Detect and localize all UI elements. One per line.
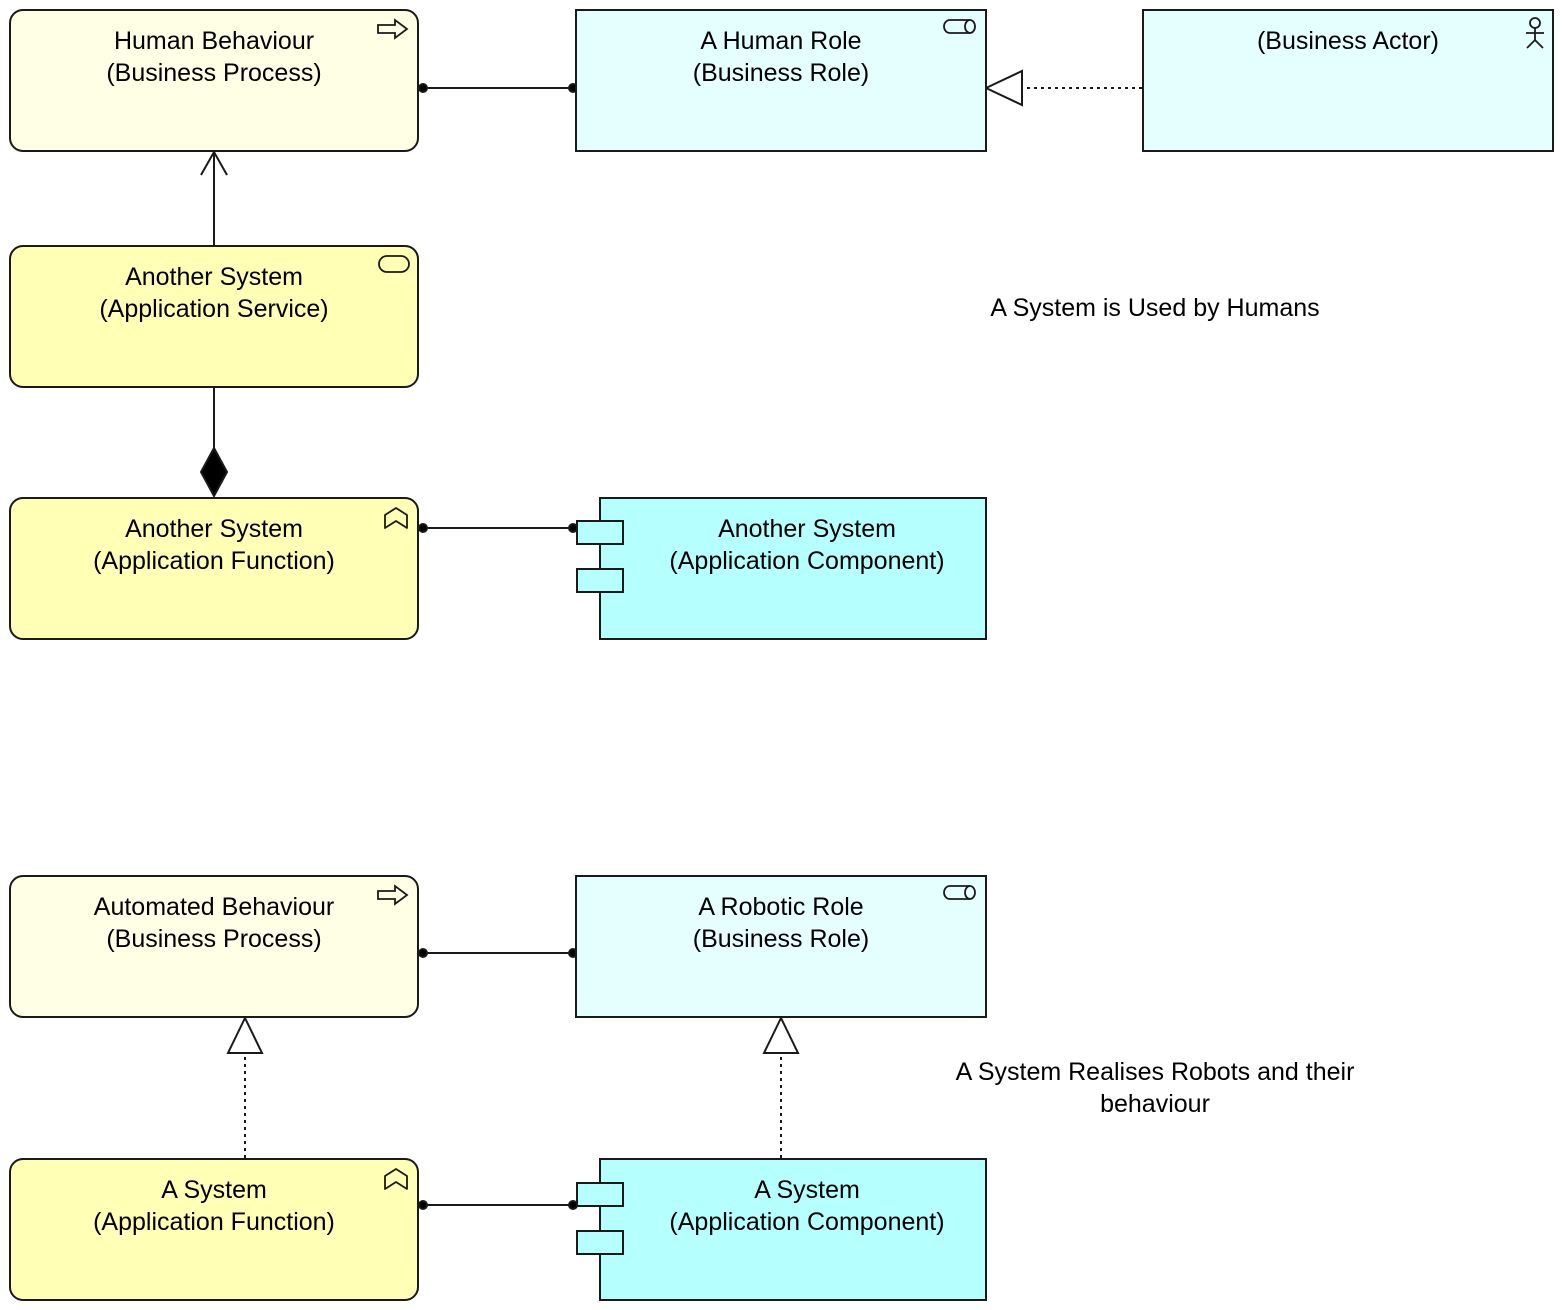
application-function-a-system[interactable]: A System (Application Function) [9,1158,419,1301]
application-service-another-system[interactable]: Another System (Application Service) [9,245,419,388]
business-role-robotic-role[interactable]: A Robotic Role (Business Role) [575,875,987,1018]
component-tab-upper [576,520,624,545]
assignment-relationship-component-top[interactable] [418,523,578,533]
element-type: (Application Component) [669,547,945,575]
assignment-relationship-component-bottom[interactable] [418,1200,578,1210]
element-name: A Robotic Role [698,893,864,921]
realization-relationship-component[interactable] [762,1015,800,1158]
element-name: A Human Role [700,27,862,55]
note-system-realises-robots: A System Realises Robots and their behav… [900,1056,1410,1120]
component-tab-lower [576,1230,624,1255]
serving-relationship[interactable] [200,149,228,245]
assignment-relationship-robotic[interactable] [418,948,578,958]
element-type: (Application Service) [99,295,329,323]
element-name: Automated Behaviour [93,893,335,921]
business-role-human-role[interactable]: A Human Role (Business Role) [575,9,987,152]
application-component-a-system[interactable]: A System (Application Component) [599,1158,987,1301]
business-process-human-behaviour[interactable]: Human Behaviour (Business Process) [9,9,419,152]
element-type: (Business Process) [106,925,322,953]
composition-relationship[interactable] [199,387,229,499]
process-arrow-icon [377,884,409,906]
application-component-another-system[interactable]: Another System (Application Component) [599,497,987,640]
element-type: (Business Process) [106,59,322,87]
element-name: Human Behaviour [113,27,315,55]
element-name: Another System [125,515,303,543]
realization-relationship-function[interactable] [226,1015,264,1158]
element-type: (Application Function) [93,547,335,575]
note-text-line1: A System Realises Robots and their [955,1058,1355,1086]
assignment-relationship-human[interactable] [418,83,578,93]
role-cylinder-icon [943,885,976,900]
element-type: (Business Actor) [1256,27,1439,55]
actor-stick-figure-icon [1526,17,1544,49]
component-tab-lower [576,568,624,593]
application-function-another-system[interactable]: Another System (Application Function) [9,497,419,640]
process-arrow-icon [377,18,409,40]
function-chevron-icon [384,1168,408,1190]
element-name: Another System [718,515,896,543]
note-system-used-by-humans: A System is Used by Humans [910,292,1400,324]
business-process-automated-behaviour[interactable]: Automated Behaviour (Business Process) [9,875,419,1018]
note-text-line2: behaviour [1100,1090,1210,1118]
element-type: (Application Function) [93,1208,335,1236]
element-type: (Business Role) [692,925,870,953]
function-chevron-icon [384,507,408,529]
business-actor[interactable]: (Business Actor) [1142,9,1554,152]
element-name: Another System [125,263,303,291]
element-name: A System [161,1176,267,1204]
component-tab-upper [576,1182,624,1207]
element-type: (Application Component) [669,1208,945,1236]
element-name: A System [754,1176,860,1204]
role-cylinder-icon [943,19,976,34]
note-text: A System is Used by Humans [990,294,1320,322]
service-pill-icon [378,255,410,273]
element-type: (Business Role) [692,59,870,87]
specialization-relationship-actor[interactable] [983,69,1142,107]
